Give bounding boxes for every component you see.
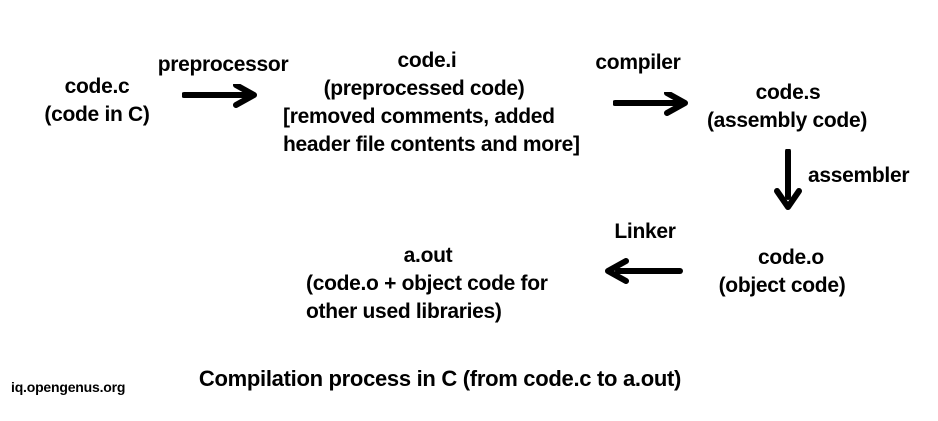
linker-left-arrow-icon [605,258,683,284]
node-code-c-subtitle: (code in C) [44,103,150,126]
node-code-c-title: code.c [64,75,130,98]
assembler-arrow-label: assembler [808,164,910,187]
node-code-i-note-1: [removed comments, added [283,105,555,128]
diagram-caption: Compilation process in C (from code.c to… [198,366,682,391]
preprocessor-right-arrow-icon [182,84,257,108]
node-code-o-subtitle: (object code) [718,274,846,297]
node-code-o-title: code.o [758,246,824,269]
node-code-s-title: code.s [755,81,821,104]
compiler-right-arrow-icon [613,92,688,116]
compiler-arrow-label: compiler [595,51,681,74]
node-a-out-note-1: (code.o + object code for [306,272,548,295]
node-code-i-note-2: header file contents and more] [283,133,580,156]
node-code-s-subtitle: (assembly code) [706,109,868,132]
node-code-i-subtitle: (preprocessed code) [323,77,525,100]
node-a-out-title: a.out [403,244,453,267]
assembler-down-arrow-icon [774,149,802,210]
linker-arrow-label: Linker [614,220,676,243]
preprocessor-arrow-label: preprocessor [157,53,289,76]
watermark-text: iq.opengenus.org [11,379,126,395]
node-code-i-title: code.i [397,49,457,72]
node-a-out-note-2: other used libraries) [306,300,502,323]
